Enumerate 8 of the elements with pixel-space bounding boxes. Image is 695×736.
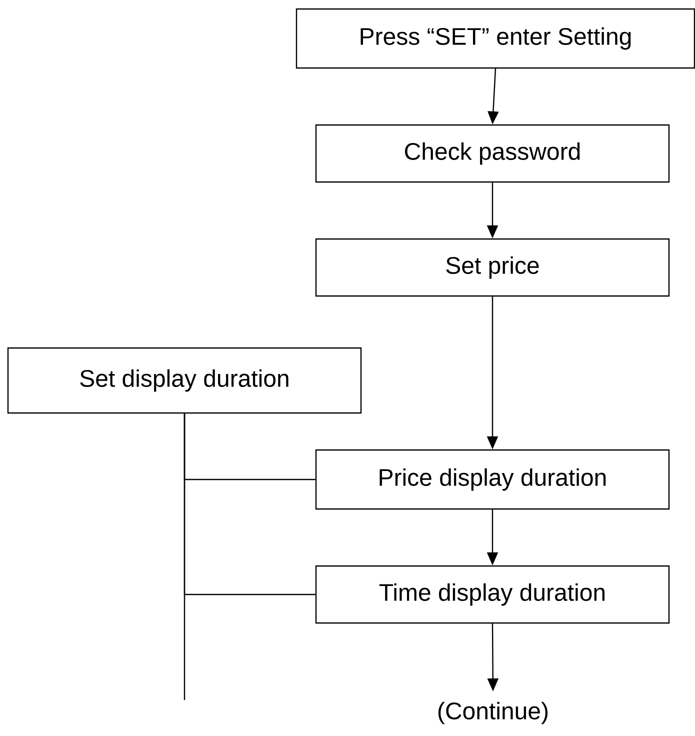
process-box: Time display duration — [315, 565, 670, 624]
end-label: (Continue) — [438, 702, 548, 724]
process-box: Set display duration — [7, 347, 362, 414]
process-box: Press “SET” enter Setting — [296, 8, 695, 69]
process-box: Set price — [315, 238, 670, 297]
process-box: Check password — [315, 124, 670, 183]
process-box: Price display duration — [315, 449, 670, 510]
connector-line — [184, 414, 186, 700]
